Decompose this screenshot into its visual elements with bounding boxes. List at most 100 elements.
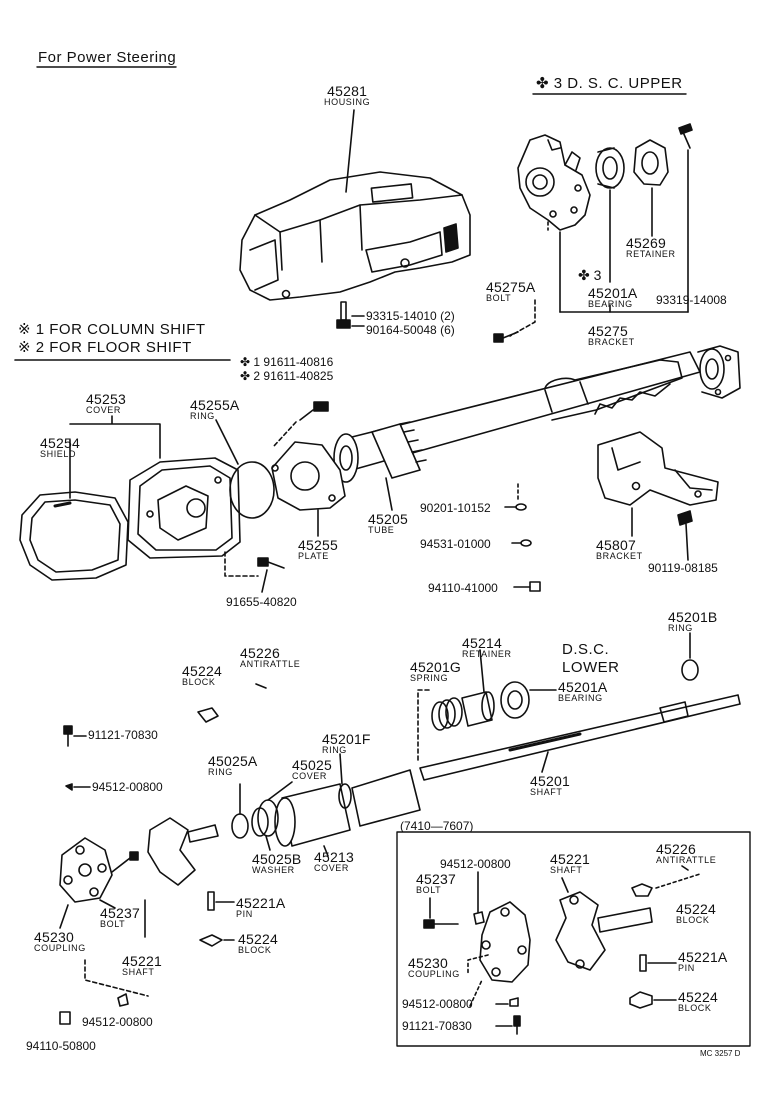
note-floor-shift: ※ 2 FOR FLOOR SHIFT [18,339,192,356]
part-number: 45254 [40,435,80,451]
part-antirattle-top[interactable]: 45226 ANTIRATTLE [240,646,300,669]
ring-45201b-drawing [681,659,699,681]
part-plate[interactable]: 45255 PLATE [298,538,338,561]
part-number: 45025A [208,753,258,769]
part-tube[interactable]: 45205 TUBE [368,512,408,535]
part-name: COVER [314,863,350,873]
part-coupling-left[interactable]: 45230 COUPLING [34,930,86,953]
part-number: 45230 [408,955,448,971]
std-part-94512-inset-top[interactable]: 94512-00800 [440,857,511,871]
part-shaft-left[interactable]: 45221 SHAFT [122,954,162,977]
part-name: PLATE [298,551,329,561]
std-part-90164[interactable]: 90164-50048 (6) [366,323,455,337]
part-name: WASHER [252,865,295,875]
bolt-variant-2: ✤ 2 91611-40825 [240,369,334,383]
bolt-variant-1: ✤ 1 91611-40816 [240,355,334,369]
page-title: For Power Steering [38,49,177,66]
leader-housing [345,109,355,193]
part-number: 45237 [416,871,456,887]
housing-drawing [239,171,471,301]
part-block-inset-top[interactable]: 45224 BLOCK [676,902,716,925]
std-part-90119[interactable]: 90119-08185 [648,561,718,575]
part-bolt-inset[interactable]: 45237 BOLT [416,872,456,895]
part-number: 45255 [298,537,338,553]
pin-left-drawing [207,891,215,911]
part-number: 45201G [410,659,462,675]
part-number: 45221A [678,949,728,965]
part-pin-inset[interactable]: 45221A PIN [678,950,727,973]
std-part-93315[interactable]: 93315-14010 (2) [366,309,455,323]
upper-bearing-drawing [595,147,625,189]
part-bolt-left[interactable]: 45237 BOLT [100,906,140,929]
main-shaft-drawing [351,694,741,827]
part-cover[interactable]: 45253 COVER [86,392,126,415]
leader-bolt-left [99,899,116,909]
nut-94110-bottom-drawing [59,1011,71,1025]
ring-45025a-drawing [231,813,249,839]
part-ring-45201f[interactable]: 45201F RING [322,732,371,755]
inset-bolt-bottom-drawing [513,1015,521,1035]
upper-small-bolt-drawing [678,123,693,149]
part-bearing-upper[interactable]: 45201A BEARING [588,286,637,309]
std-part-93319[interactable]: 93319-14008 [656,293,727,307]
std-part-91655[interactable]: 91655-40820 [226,595,297,609]
part-cover-45213[interactable]: 45213 COVER [314,850,354,873]
part-retainer-upper[interactable]: 45269 RETAINER [626,236,676,259]
std-part-94512-bottom[interactable]: 94512-00800 [82,1015,153,1029]
part-pin-left[interactable]: 45221A PIN [236,896,285,919]
std-part-94531[interactable]: 94531-01000 [420,537,491,551]
part-name: RING [208,767,233,777]
part-name: PIN [236,909,253,919]
std-part-94110-41000[interactable]: 94110-41000 [428,581,498,595]
part-name: RETAINER [626,249,676,259]
ring-45201f-drawing [338,783,352,809]
std-part-94512-left[interactable]: 94512-00800 [92,780,163,794]
part-number: 45201B [668,609,718,625]
coupling-left-drawing [59,837,113,903]
part-bracket-lower[interactable]: 45807 BRACKET [596,538,643,561]
lower-retainer-drawing [461,691,495,727]
part-number: 45237 [100,905,140,921]
part-block-left[interactable]: 45224 BLOCK [238,932,278,955]
part-name: RING [322,745,347,755]
part-shield[interactable]: 45254 SHIELD [40,436,80,459]
part-spring[interactable]: 45201G SPRING [410,660,461,683]
part-retainer-lower[interactable]: 45214 RETAINER [462,636,512,659]
part-name: RING [668,623,693,633]
std-part-91121-top[interactable]: 91121-70830 [88,728,158,742]
part-bolt-upper[interactable]: 45275A BOLT [486,280,535,303]
part-antirattle-inset[interactable]: 45226 ANTIRATTLE [656,842,716,865]
nut-94512-left-drawing [65,783,73,791]
inset-nut-bottom-drawing [509,997,519,1007]
part-coupling-inset[interactable]: 45230 COUPLING [408,956,460,979]
part-number: 45226 [240,645,280,661]
std-part-94110-50800[interactable]: 94110-50800 [26,1039,96,1053]
washer-94531-drawing [520,539,532,547]
part-ring-45201b[interactable]: 45201B RING [668,610,717,633]
std-part-91121-inset[interactable]: 91121-70830 [402,1019,472,1033]
cover-drawing [127,457,241,559]
part-shaft-main[interactable]: 45201 SHAFT [530,774,570,797]
std-part-90201[interactable]: 90201-10152 [420,501,491,515]
inset-range-label: (7410—7607) [400,819,474,833]
part-number: 45221 [122,953,162,969]
washer-90201-drawing [515,503,527,511]
part-ring-45025a[interactable]: 45025A RING [208,754,257,777]
part-number: 45221A [236,895,286,911]
part-bearing-lower[interactable]: 45201A BEARING [558,680,607,703]
part-block-inset-bottom[interactable]: 45224 BLOCK [678,990,718,1013]
part-name: COVER [86,405,122,415]
part-ring-45255a[interactable]: 45255A RING [190,398,239,421]
part-housing[interactable]: 45281 HOUSING [324,84,370,107]
std-part-94512-inset-bottom[interactable]: 94512-00800 [402,997,473,1011]
part-bracket-upper[interactable]: 45275 BRACKET [588,324,635,347]
leader-ring-a [215,419,239,465]
leader-shaft-main [541,751,549,773]
part-shaft-inset[interactable]: 45221 SHAFT [550,852,590,875]
part-washer[interactable]: 45025B WASHER [252,852,301,875]
part-name: COUPLING [408,969,460,979]
part-block-top[interactable]: 45224 BLOCK [182,664,222,687]
block-left-drawing [199,934,223,947]
inset-shaft-drawing [555,891,653,971]
part-cover-45025[interactable]: 45025 COVER [292,758,332,781]
